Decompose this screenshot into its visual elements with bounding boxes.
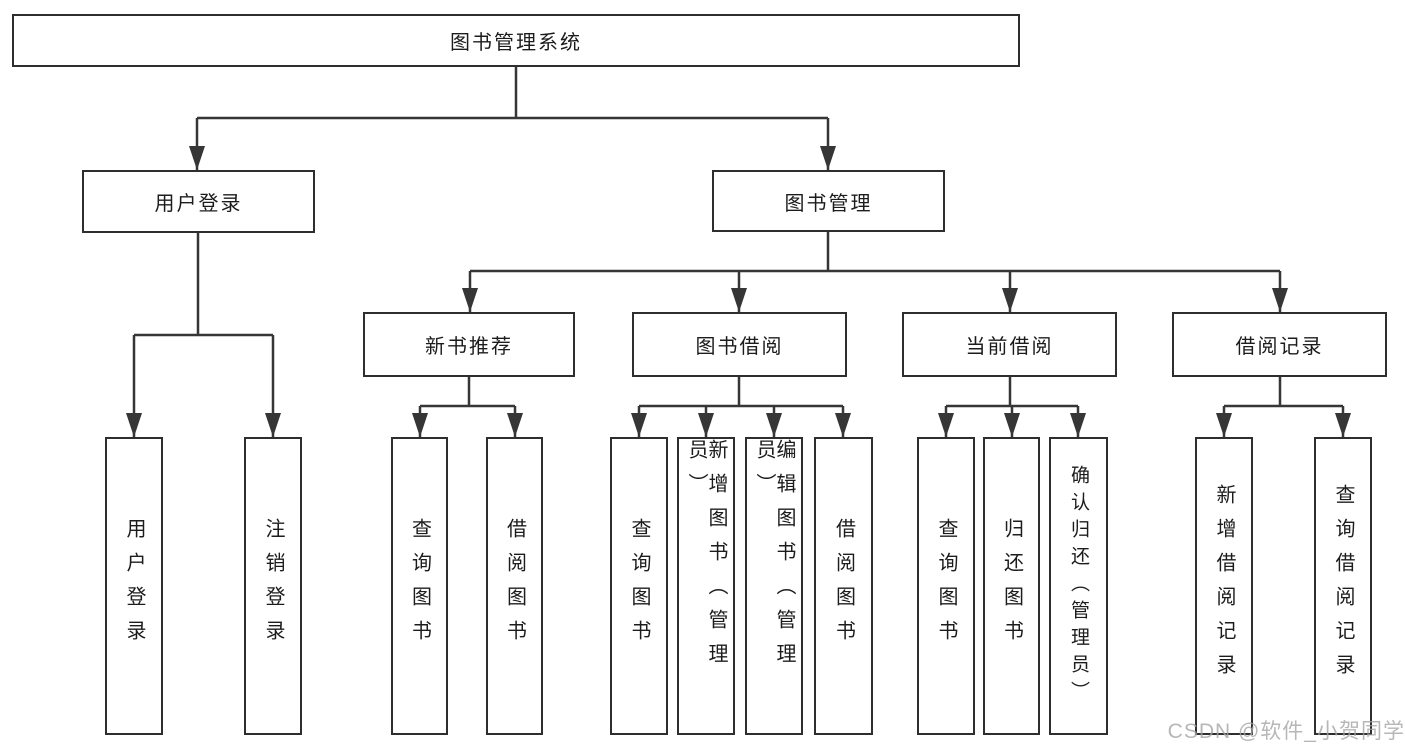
node-label: 查询图书 xyxy=(628,518,650,654)
node-library-system: 图书管理系统 xyxy=(12,14,1020,67)
leaf-borrow-query-books: 查询图书 xyxy=(610,437,668,735)
node-new-book-recommend: 新书推荐 xyxy=(363,312,575,377)
node-label: 图书借阅 xyxy=(695,336,784,358)
leaf-edit-books-admin: 编辑图书（管理员） xyxy=(745,437,803,735)
node-label: 新书推荐 xyxy=(425,336,513,358)
node-label: 图书管理系统 xyxy=(450,32,582,54)
node-label: 借阅图书 xyxy=(503,518,526,654)
leaf-user-login: 用户登录 xyxy=(105,437,163,735)
node-label: 新增借阅记录 xyxy=(1213,484,1235,688)
leaf-recommend-query-books: 查询图书 xyxy=(391,437,448,735)
node-label: 归还图书 xyxy=(1000,518,1023,654)
node-label: 借阅记录 xyxy=(1235,336,1324,358)
leaf-return-books: 归还图书 xyxy=(983,437,1040,735)
leaf-logout: 注销登录 xyxy=(244,437,302,735)
node-label: 编辑图书（管理员） xyxy=(753,439,795,677)
leaf-recommend-borrow-books: 借阅图书 xyxy=(486,437,543,735)
node-current-borrow: 当前借阅 xyxy=(902,312,1117,377)
node-label: 图书管理 xyxy=(784,192,873,215)
node-label: 借阅图书 xyxy=(832,518,855,654)
node-label: 确认归还（管理员） xyxy=(1068,464,1089,708)
node-label: 查询图书 xyxy=(408,518,431,654)
leaf-borrow-books: 借阅图书 xyxy=(814,437,873,735)
node-label: 查询图书 xyxy=(935,518,957,654)
leaf-current-query-books: 查询图书 xyxy=(917,437,975,735)
node-book-borrow: 图书借阅 xyxy=(632,312,847,377)
leaf-add-borrow-record: 新增借阅记录 xyxy=(1195,437,1253,735)
watermark: CSDN @软件_小贺同学 xyxy=(1167,720,1405,743)
leaf-query-borrow-record: 查询借阅记录 xyxy=(1314,437,1372,735)
leaf-confirm-return-admin: 确认归还（管理员） xyxy=(1049,437,1108,735)
arrowhead-icons xyxy=(126,146,1351,437)
node-label: 用户登录 xyxy=(154,193,243,215)
tree-edges xyxy=(132,66,1345,437)
node-label: 用户登录 xyxy=(123,518,145,654)
node-label: 注销登录 xyxy=(262,518,284,654)
node-label: 当前借阅 xyxy=(965,336,1054,358)
node-book-management: 图书管理 xyxy=(712,170,945,232)
node-borrow-records: 借阅记录 xyxy=(1172,312,1387,377)
node-label: 新增图书（管理员） xyxy=(685,439,727,677)
node-user-login: 用户登录 xyxy=(82,170,315,233)
node-label: 查询借阅记录 xyxy=(1332,484,1354,688)
leaf-add-books-admin: 新增图书（管理员） xyxy=(677,437,735,735)
